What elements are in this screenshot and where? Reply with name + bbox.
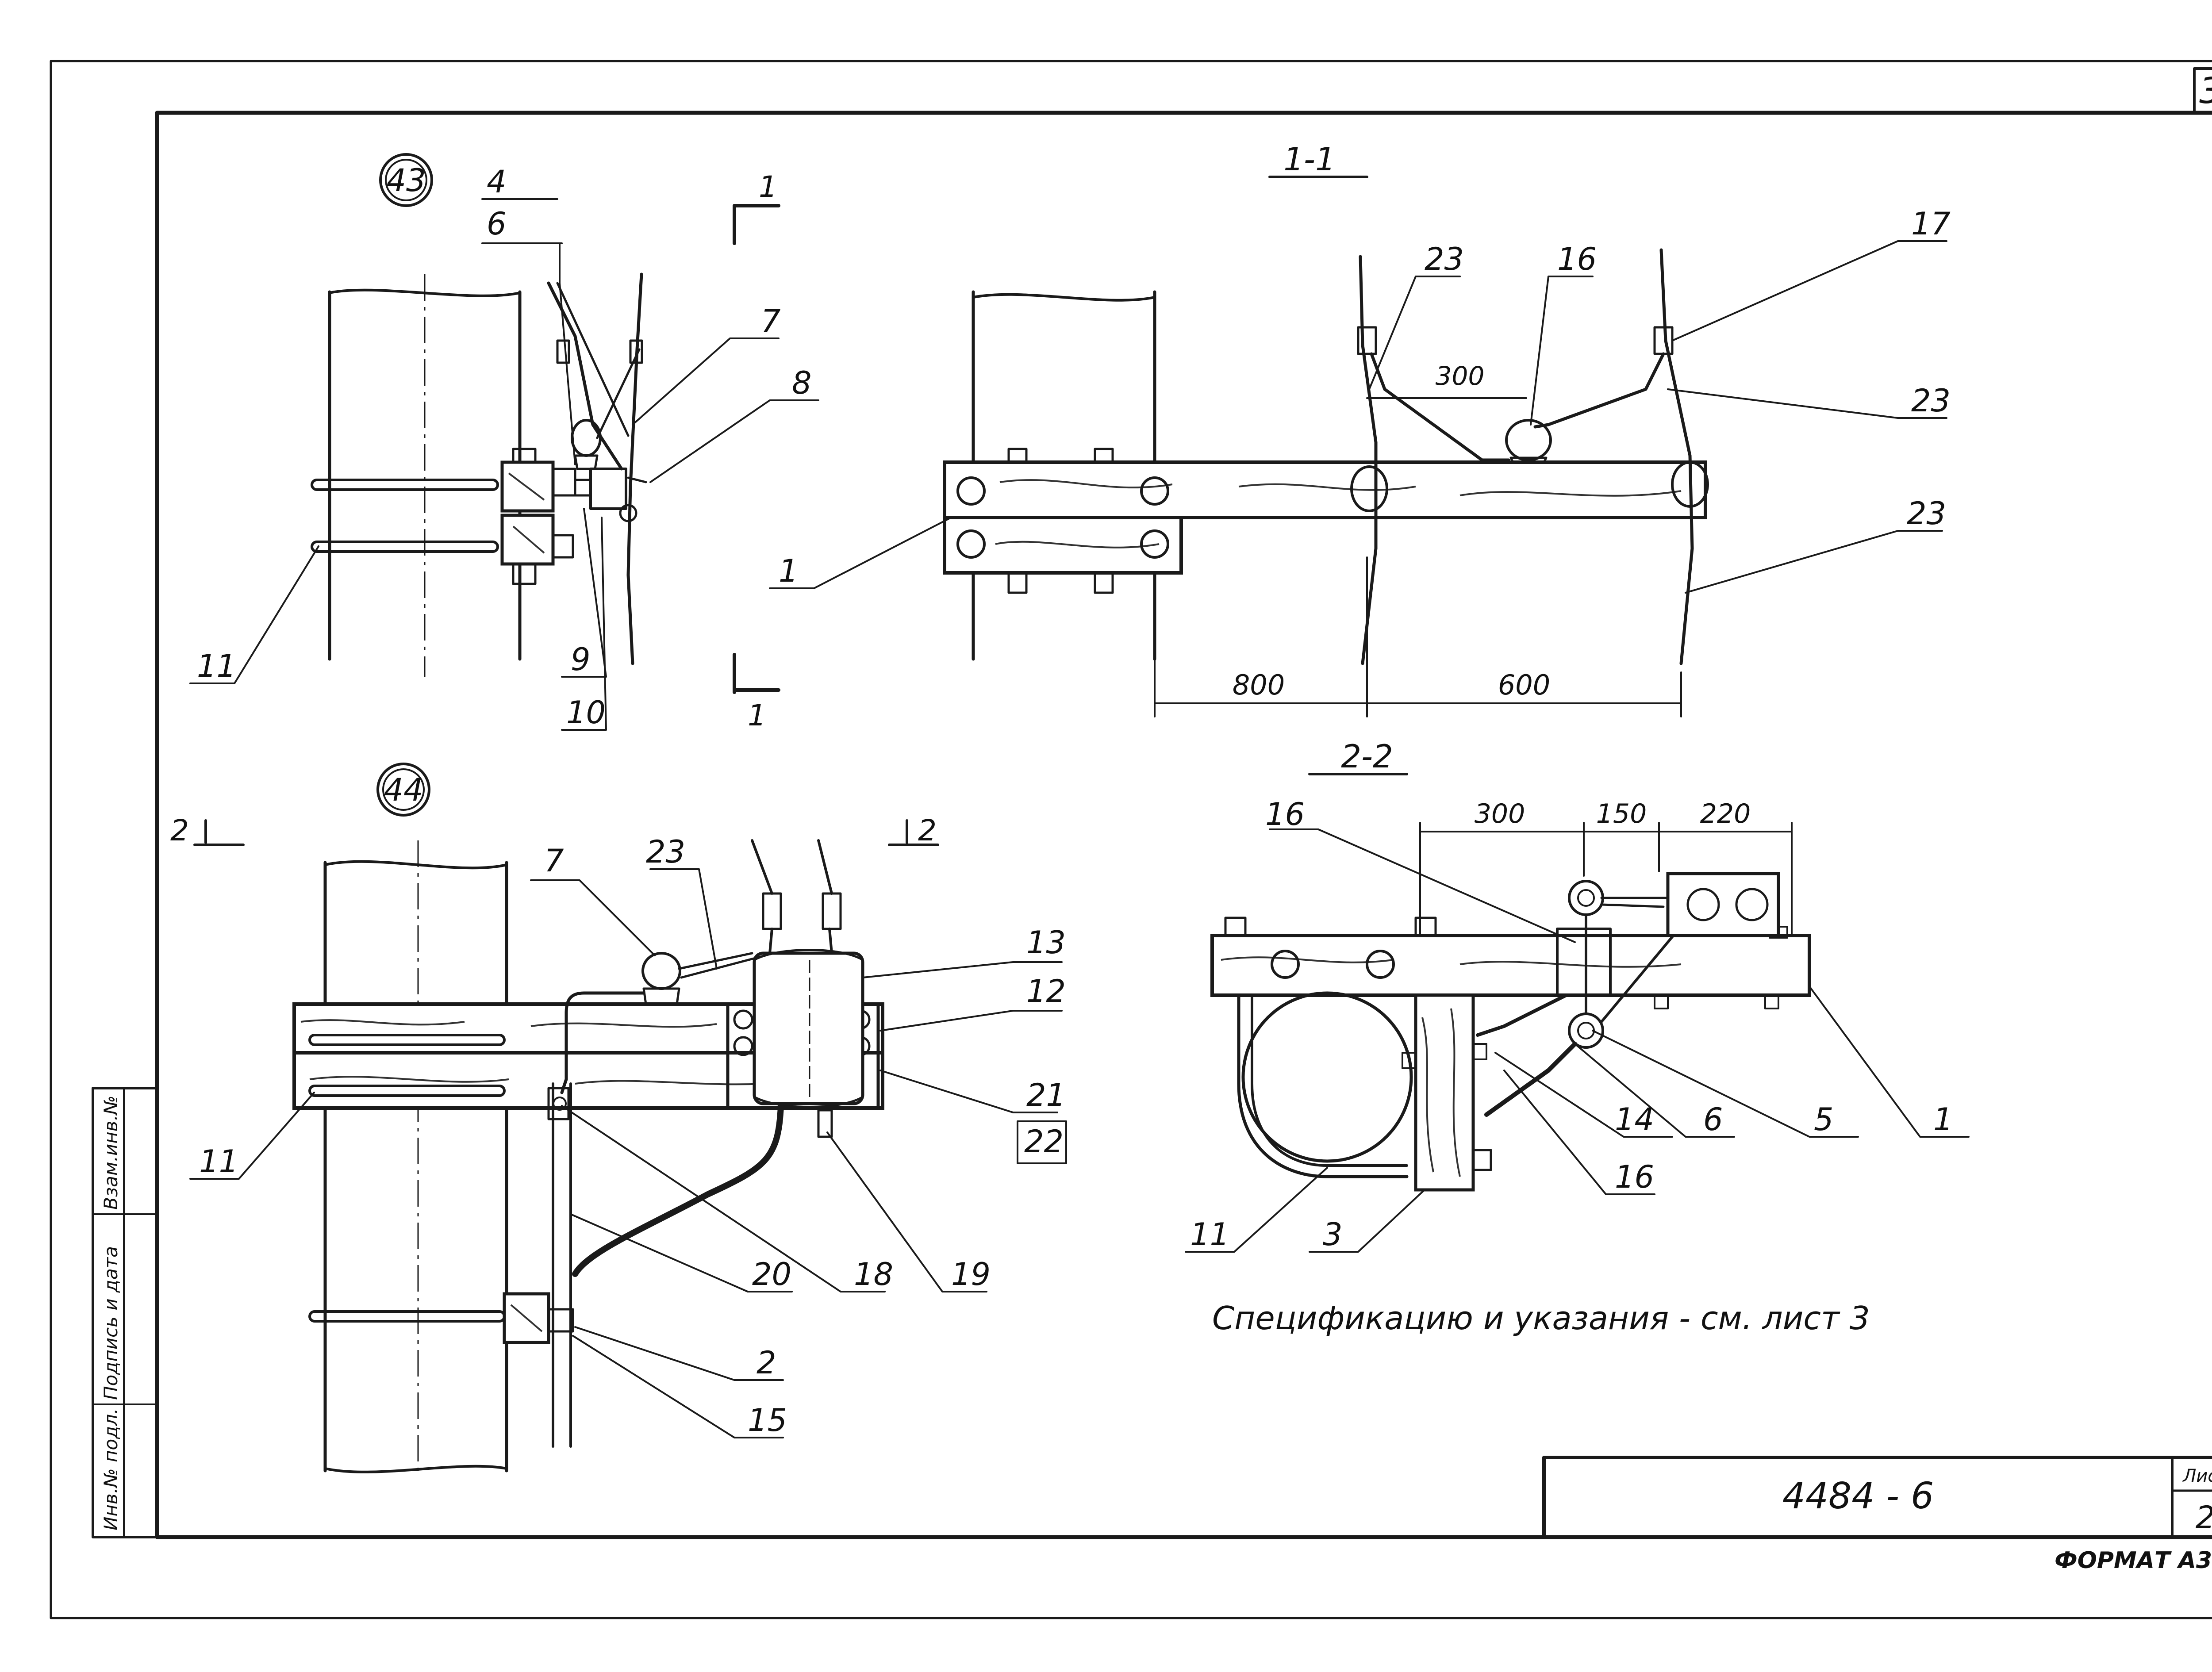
n44-callout-15: 15 — [748, 1402, 787, 1438]
list-label: Лист — [2182, 1466, 2212, 1486]
format-label: ФОРМАТ А3 — [2055, 1547, 2212, 1574]
stamp-inv-number: Инв.№ подл. — [100, 1408, 122, 1530]
cut-1-top-label: 1 — [759, 170, 777, 204]
page-number: 30 — [2199, 70, 2212, 111]
n44-callout-20: 20 — [752, 1256, 791, 1292]
s22-callout-16-bottom: 16 — [1615, 1159, 1654, 1195]
s22-callout-11: 11 — [1190, 1216, 1229, 1253]
n44-callout-11: 11 — [199, 1143, 238, 1180]
outer-trim-border — [50, 60, 2212, 1619]
node-44-marker: 44 — [384, 772, 423, 808]
cut-mark-1: 1 1 — [733, 170, 780, 732]
s11-callout-23b: 23 — [1911, 383, 1951, 419]
s22-callout-16-top: 16 — [1265, 796, 1305, 832]
n44-callout-12: 12 — [1026, 973, 1066, 1009]
n43-callout-10: 10 — [566, 694, 606, 731]
s22-dim-300: 300 — [1475, 798, 1525, 829]
node-43-marker: 43 — [386, 162, 426, 199]
s22-dim-150: 150 — [1596, 798, 1647, 829]
s11-dim-600: 600 — [1498, 669, 1550, 701]
n44-callout-13: 13 — [1026, 924, 1066, 961]
n43-callout-4: 4 — [487, 164, 507, 200]
list-number: 2 — [2196, 1499, 2212, 1536]
n44-callout-22: 22 — [1024, 1124, 1064, 1160]
cut-2-left-label: 2 — [170, 813, 189, 848]
cut-1-bottom-label: 1 — [748, 698, 766, 732]
s11-callout-23a: 23 — [1425, 241, 1464, 277]
document-code: 4484 - 6 — [1782, 1475, 1934, 1517]
s22-callout-6: 6 — [1703, 1101, 1723, 1138]
n43-callout-7: 7 — [761, 303, 781, 339]
section-2-2-view: 2-2 300 150 220 — [1185, 738, 1970, 1253]
beam-1 — [943, 460, 1707, 519]
side-stamp: Инв.№ подл. Подпись и дата Взам.инв.№ — [92, 1087, 158, 1538]
n44-callout-7: 7 — [544, 843, 564, 879]
node-44-view: 44 2 2 — [170, 763, 1067, 1477]
n44-callout-2: 2 — [757, 1345, 776, 1381]
s11-dim-300: 300 — [1436, 361, 1485, 391]
n44-callout-18: 18 — [854, 1256, 893, 1292]
s22-callout-14: 14 — [1615, 1101, 1654, 1138]
node-43-view: 43 4 6 — [189, 153, 819, 731]
n44-callout-23: 23 — [646, 834, 685, 870]
stamp-replaced-inv: Взам.инв.№ — [100, 1096, 122, 1210]
s22-dim-220: 220 — [1700, 798, 1751, 829]
page-number-box — [2193, 67, 2212, 114]
section-2-2-title: 2-2 — [1341, 738, 1393, 775]
n43-callout-11: 11 — [197, 648, 236, 684]
stamp-signature-date: Подпись и дата — [100, 1246, 122, 1400]
specification-note: Спецификацию и указания - см. лист 3 — [1212, 1300, 1870, 1337]
section-1-1-view: 1-1 300 800 600 — [769, 141, 1951, 717]
s11-dim-800: 800 — [1233, 669, 1285, 701]
n44-callout-21: 21 — [1026, 1077, 1066, 1113]
title-block: 4484 - 6 Лист 2 — [1542, 1456, 2212, 1539]
n43-callout-9: 9 — [571, 641, 591, 678]
n43-callout-6: 6 — [487, 206, 507, 242]
s11-callout-17: 17 — [1911, 206, 1951, 242]
s22-callout-3: 3 — [1323, 1216, 1343, 1253]
section-1-1-title: 1-1 — [1283, 141, 1336, 178]
cut-2-right-label: 2 — [918, 813, 937, 848]
n43-callout-8: 8 — [792, 365, 812, 401]
s11-callout-23c: 23 — [1907, 495, 1946, 532]
s11-callout-16: 16 — [1557, 241, 1597, 277]
n44-callout-19: 19 — [951, 1256, 991, 1292]
s11-callout-1: 1 — [779, 553, 799, 589]
s22-callout-1: 1 — [1933, 1101, 1953, 1138]
s22-callout-5: 5 — [1814, 1101, 1834, 1138]
drawing-frame — [155, 111, 2212, 1539]
